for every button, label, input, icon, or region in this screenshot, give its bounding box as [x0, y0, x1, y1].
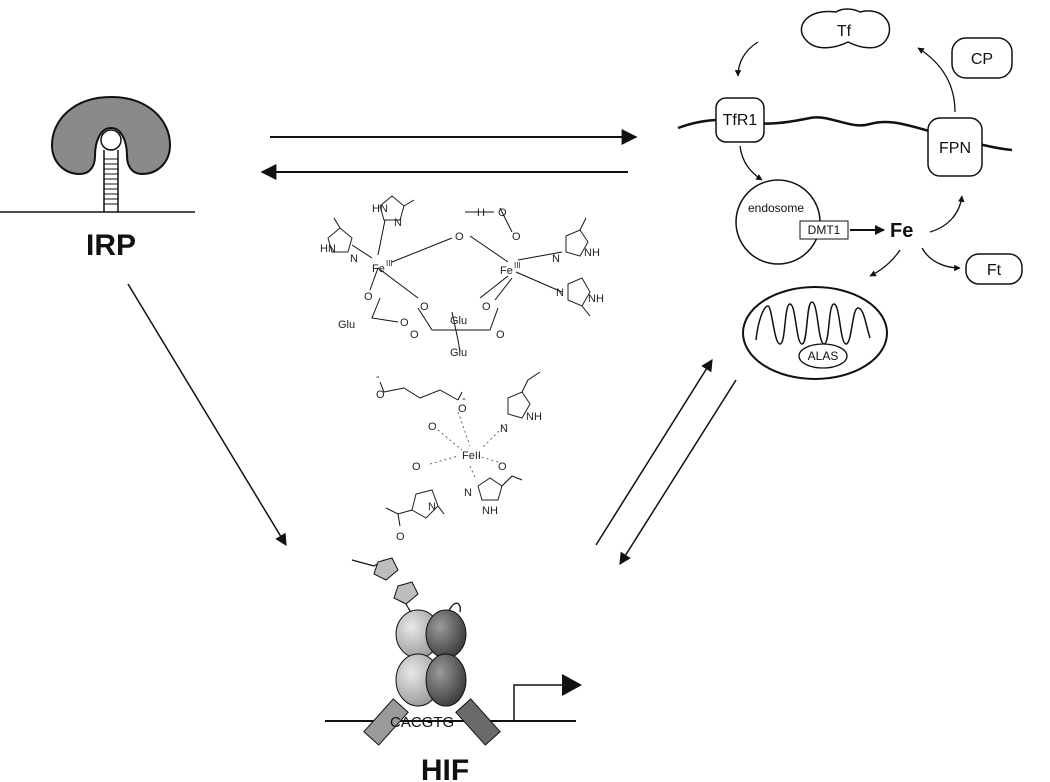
chem-hn-2: HN [320, 243, 336, 255]
tfr1-box [715, 97, 765, 143]
transcription-arrowhead [562, 674, 582, 696]
dna-binding-block-left [363, 698, 409, 746]
chem-n-3: N [552, 253, 560, 265]
irp-group: IRP [0, 95, 195, 262]
chem-nh-3: NH [526, 411, 542, 423]
pyrrolidine-ring [411, 489, 439, 519]
ft-label: Ft [987, 262, 1002, 279]
arrow-fe-to-mitochondrion [869, 249, 901, 277]
imidazole-ring [565, 229, 589, 257]
fpn-label: FPN [939, 140, 971, 157]
hairpin-loop [100, 129, 122, 151]
arrow-fpn-to-cp [917, 47, 956, 113]
chem-o-s1: O [376, 389, 385, 401]
chem-o-minus-2: - [462, 393, 466, 405]
chem-o-glu-5: O [410, 329, 419, 341]
chem-nh-1: NH [584, 247, 600, 259]
hif-beta-subunit-bottom [425, 653, 467, 707]
chem-hn-1: HN [372, 203, 388, 215]
chem-fe-2-ox: III [514, 261, 521, 270]
chem-o-s3: O [458, 403, 467, 415]
ferritin-box [965, 253, 1023, 285]
hif-beta-subunit-top [425, 609, 467, 659]
chem-o-s2: O [428, 421, 437, 433]
arrow-tf-to-tfr1 [734, 41, 759, 77]
chem-o-glu-2: O [420, 301, 429, 313]
imidazole-ring [477, 477, 503, 501]
chem-n-2: N [350, 253, 358, 265]
arrow-iron-to-hif [619, 379, 737, 566]
hydroxyl-ring-2 [393, 581, 419, 605]
irp-protein [50, 95, 172, 176]
ferroportin-box [927, 117, 983, 177]
chem-glu-1: Glu [338, 319, 355, 331]
dmt1-box [799, 220, 849, 240]
arrow-irp-to-hif [127, 283, 287, 547]
chem-h: H [477, 207, 485, 219]
imidazole-ring [327, 227, 353, 253]
mitochondrion [742, 286, 888, 380]
hif-group: CACGTG HIF [325, 557, 582, 782]
coordination-bonds [429, 411, 507, 481]
chem-fe2: FeII [462, 450, 481, 462]
chem-o-glu-1: O [364, 291, 373, 303]
imidazole-ring [567, 277, 591, 307]
arrow-hif-to-iron [595, 358, 713, 546]
dmt1-label: DMT1 [808, 223, 841, 237]
arrow-fe-to-fpn [929, 195, 965, 233]
tf-label: Tf [837, 23, 852, 40]
chem-fe-2: Fe [500, 265, 513, 277]
chem-glu-2: Glu [450, 315, 467, 327]
transferrin-shape [800, 8, 891, 49]
chem-o-s5: O [498, 461, 507, 473]
diiron-center-structure: HN N HN N Fe III Fe III O H O O N NH N N… [320, 195, 604, 359]
chem-o-peroxo: O [512, 231, 521, 243]
tfr1-label: TfR1 [723, 112, 758, 129]
fe-label: Fe [890, 220, 913, 242]
arrow-fe-to-ft [921, 247, 961, 272]
hre-sequence: CACGTG [390, 714, 454, 731]
chem-nh-2: NH [588, 293, 604, 305]
hif-label: HIF [421, 754, 469, 782]
chem-o-glu-4: O [400, 317, 409, 329]
chem-o-bridge: O [455, 231, 464, 243]
chem-o-s4: O [412, 461, 421, 473]
alas-ellipse [798, 343, 848, 369]
stem-base-pairs [104, 158, 118, 205]
chem-o-h: O [498, 207, 507, 219]
chem-glu-3: Glu [450, 347, 467, 359]
mitochondrion-cristae [755, 301, 871, 345]
dna-binding-block-right [455, 698, 501, 746]
imidazole-ring [507, 391, 531, 419]
ceruloplasmin-box [951, 37, 1013, 79]
chem-o-minus-1: - [376, 371, 380, 383]
endosome-label: endosome [748, 201, 804, 215]
alas-label: ALAS [808, 349, 839, 363]
chem-n-1: N [394, 217, 402, 229]
fe2-center-structure: O - O O - NH N FeII O O N NH N O [376, 371, 542, 543]
stem-loop [103, 150, 119, 212]
hydroxyl-ring-1 [373, 557, 399, 581]
chem-o-s6: O [396, 531, 405, 543]
iron-metabolism-group: Tf CP TfR1 FPN endosome DMT1 Fe Ft ALAS [677, 8, 1023, 380]
chem-fe-1-ox: III [386, 259, 393, 268]
irp-label: IRP [86, 229, 136, 262]
chem-o-glu-3: O [482, 301, 491, 313]
transcription-start [513, 684, 570, 721]
chem-n-5: N [500, 423, 508, 435]
chem-nh-4: NH [482, 505, 498, 517]
cp-label: CP [971, 51, 993, 68]
chem-fe-1: Fe [372, 263, 385, 275]
chem-o-glu-6: O [496, 329, 505, 341]
chem-n-6: N [464, 487, 472, 499]
arrow-tfr1-to-endosome [739, 145, 763, 181]
chem-n-4: N [556, 287, 564, 299]
chem-n-7: N [428, 501, 436, 513]
imidazole-ring [379, 195, 405, 221]
